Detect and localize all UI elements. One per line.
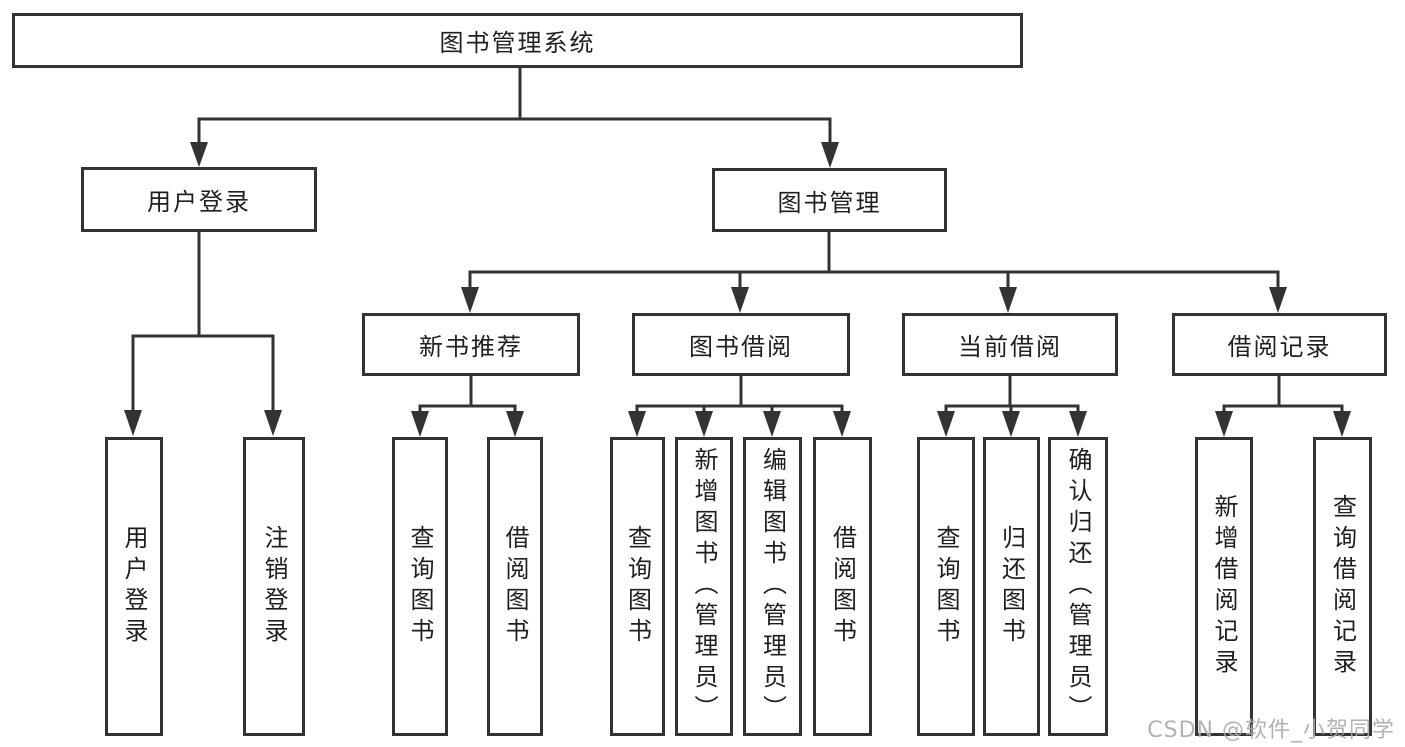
connector-book-management-to-level3: [461, 232, 1287, 313]
arrowhead-icon: [1215, 411, 1233, 437]
leaf-logout: 注销登录: [243, 437, 305, 736]
leaf-edit-books-admin: 编辑图书（管理员）: [743, 437, 802, 736]
arrowhead-icon: [190, 142, 208, 167]
leaf-query-borrow-record: 查询借阅记录: [1313, 437, 1372, 736]
node-user-login-label: 用户登录: [147, 188, 251, 216]
arrowhead-icon: [821, 142, 839, 168]
leaf-borrow-books: 借阅图书: [813, 437, 872, 736]
node-root-label: 图书管理系统: [439, 29, 596, 57]
arrowhead-icon: [695, 411, 713, 437]
node-root: 图书管理系统: [12, 13, 1023, 68]
leaf-return-books-label: 归还图书: [997, 524, 1026, 649]
node-book-borrow: 图书借阅: [632, 313, 850, 376]
leaf-recommend-borrow-books-label: 借阅图书: [501, 524, 529, 649]
arrowhead-icon: [763, 411, 781, 437]
leaf-current-query-books: 查询图书: [917, 437, 975, 736]
leaf-confirm-return-admin: 确认归还（管理员）: [1048, 437, 1108, 736]
node-book-management-label: 图书管理: [777, 188, 882, 217]
node-new-book-recommend: 新书推荐: [362, 313, 580, 376]
arrowhead-icon: [937, 411, 955, 437]
leaf-recommend-query-books: 查询图书: [392, 437, 448, 736]
arrowhead-icon: [1269, 287, 1287, 313]
leaf-recommend-query-books-label: 查询图书: [406, 524, 434, 649]
node-current-borrow-label: 当前借阅: [958, 333, 1062, 361]
leaf-add-books-admin: 新增图书（管理员）: [675, 437, 733, 736]
node-current-borrow: 当前借阅: [902, 313, 1118, 376]
connector-book-borrow-to-leaves: [628, 376, 851, 437]
arrowhead-icon: [628, 411, 646, 437]
leaf-edit-books-admin-label: 编辑图书（管理员）: [758, 447, 787, 726]
leaf-current-query-books-label: 查询图书: [932, 524, 960, 649]
arrowhead-icon: [833, 411, 851, 437]
node-new-book-recommend-label: 新书推荐: [419, 333, 523, 361]
arrowhead-icon: [506, 411, 524, 437]
leaf-borrow-query-books-label: 查询图书: [623, 524, 652, 649]
leaf-confirm-return-admin-label: 确认归还（管理员）: [1064, 447, 1092, 726]
leaf-user-login: 用户登录: [105, 437, 163, 736]
connector-root-to-level2: [190, 68, 839, 168]
leaf-add-borrow-record-label: 新增借阅记录: [1210, 493, 1238, 680]
arrowhead-icon: [124, 410, 142, 436]
leaf-recommend-borrow-books: 借阅图书: [487, 437, 543, 736]
node-book-management: 图书管理: [712, 168, 947, 232]
leaf-add-borrow-record: 新增借阅记录: [1195, 437, 1253, 736]
leaf-query-borrow-record-label: 查询借阅记录: [1328, 493, 1357, 680]
leaf-borrow-query-books: 查询图书: [610, 437, 665, 736]
leaf-logout-label: 注销登录: [260, 524, 288, 649]
connector-borrow-records-to-leaves: [1215, 376, 1351, 437]
connector-new-book-recommend-to-leaves: [411, 376, 524, 437]
leaf-borrow-books-label: 借阅图书: [828, 524, 857, 649]
arrowhead-icon: [731, 287, 749, 313]
connector-user-login-to-leaves: [124, 232, 282, 436]
node-book-borrow-label: 图书借阅: [689, 333, 793, 361]
csdn-watermark: CSDN @软件_小贺同学: [1147, 718, 1395, 743]
node-user-login: 用户登录: [81, 167, 317, 232]
leaf-user-login-label: 用户登录: [120, 524, 148, 649]
connector-current-borrow-to-leaves: [937, 376, 1087, 437]
leaf-return-books: 归还图书: [983, 437, 1040, 736]
arrowhead-icon: [999, 287, 1017, 313]
node-borrow-records-label: 借阅记录: [1227, 333, 1332, 361]
arrowhead-icon: [1069, 411, 1087, 437]
arrowhead-icon: [411, 411, 429, 437]
arrowhead-icon: [1333, 411, 1351, 437]
arrowhead-icon: [264, 410, 282, 436]
leaf-add-books-admin-label: 新增图书（管理员）: [690, 447, 718, 726]
arrowhead-icon: [1002, 411, 1020, 437]
arrowhead-icon: [461, 287, 479, 313]
node-borrow-records: 借阅记录: [1172, 313, 1387, 376]
